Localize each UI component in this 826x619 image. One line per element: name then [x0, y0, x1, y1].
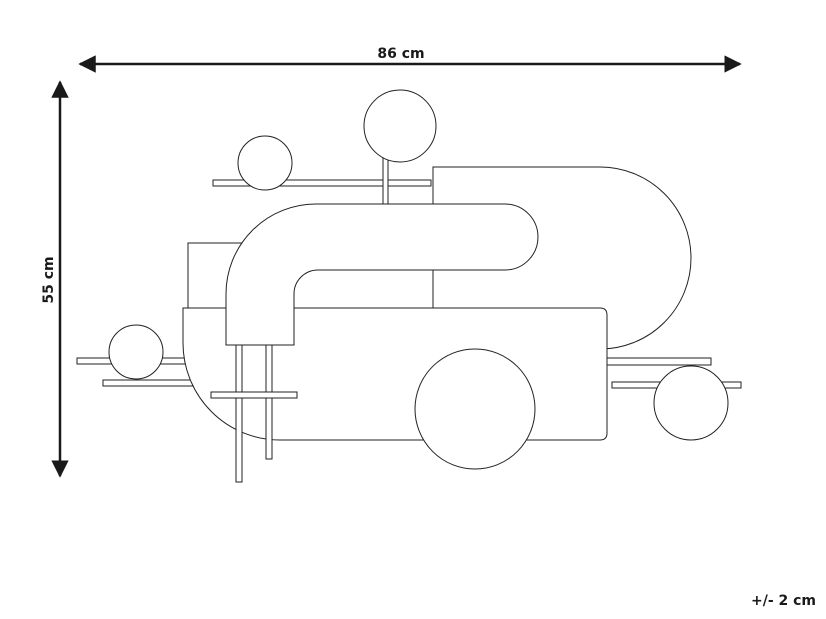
disc-top-left: [237, 135, 293, 191]
rod-front-horizontal: [210, 391, 298, 399]
rod-right-upper: [597, 357, 712, 366]
width-label: 86 cm: [377, 46, 424, 62]
disc-large-center: [414, 348, 536, 470]
rod-left-lower: [102, 379, 201, 387]
rod-front-right: [265, 344, 273, 460]
width-dimension: 86 cm: [78, 46, 742, 73]
bent-tube: [225, 203, 539, 346]
height-dimension: 55 cm: [41, 80, 69, 478]
wall-decor-artwork: [76, 89, 742, 483]
disc-right: [653, 365, 729, 441]
disc-left: [108, 324, 164, 380]
tolerance-label: +/- 2 cm: [751, 593, 816, 609]
disc-top-center: [363, 89, 437, 163]
height-label: 55 cm: [41, 256, 57, 303]
rod-front-left: [235, 344, 243, 483]
rod-top-left: [212, 179, 432, 187]
